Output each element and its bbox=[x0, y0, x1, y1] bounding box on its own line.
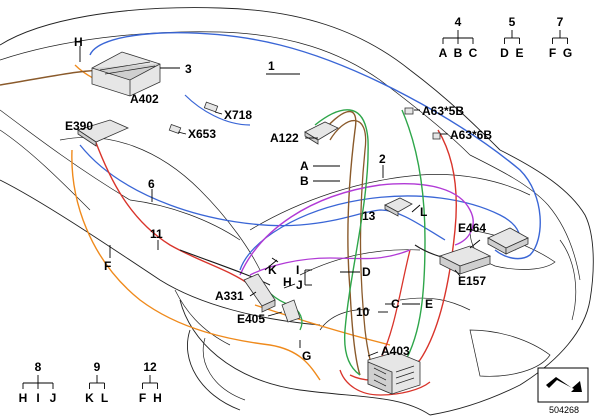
label-a331: A331 bbox=[215, 289, 244, 303]
label-x718: X718 bbox=[224, 108, 252, 122]
connector-a63-6b bbox=[432, 132, 441, 140]
label-i: I bbox=[296, 263, 299, 277]
wire-green-1 bbox=[314, 109, 369, 376]
components bbox=[77, 51, 529, 395]
label-b: B bbox=[300, 174, 309, 188]
group-child-label: H bbox=[19, 391, 28, 405]
label-f-left: F bbox=[104, 259, 111, 273]
wire-purple-1 bbox=[239, 183, 474, 276]
wire-red-1 bbox=[94, 139, 251, 286]
module-e157 bbox=[438, 245, 492, 275]
label-e464: E464 bbox=[458, 221, 486, 235]
group-child-label: F bbox=[549, 46, 556, 60]
wire-orange-3 bbox=[254, 304, 391, 346]
connector-x653 bbox=[168, 123, 182, 135]
module-a403 bbox=[367, 351, 421, 395]
wire-blue-4 bbox=[184, 94, 251, 126]
label-a63-5b: A63*5B bbox=[422, 104, 464, 118]
group-child-label: A bbox=[439, 46, 448, 60]
module-a122 bbox=[304, 121, 339, 145]
label-c: C bbox=[391, 297, 400, 311]
wire-blue-1 bbox=[89, 31, 541, 260]
wire-purple-2 bbox=[249, 249, 411, 276]
label-x653: X653 bbox=[188, 127, 216, 141]
label-e157: E157 bbox=[458, 274, 486, 288]
label-6: 6 bbox=[148, 177, 155, 191]
callout-labels: 1 3 H A402 X718 X653 E390 A122 A63*5B A6… bbox=[65, 35, 492, 363]
label-h-mid: H bbox=[283, 275, 292, 289]
label-h-top: H bbox=[74, 35, 83, 49]
group-child-label: J bbox=[50, 391, 57, 405]
label-a122: A122 bbox=[270, 131, 299, 145]
wire-brown-2 bbox=[319, 110, 361, 376]
label-a403: A403 bbox=[381, 344, 410, 358]
label-a63-6b: A63*6B bbox=[450, 128, 492, 142]
label-3: 3 bbox=[185, 62, 192, 76]
connector-x718 bbox=[203, 101, 219, 113]
wire-red-3 bbox=[379, 249, 411, 361]
module-a331 bbox=[243, 273, 276, 313]
label-e: E bbox=[425, 297, 433, 311]
group-number: 8 bbox=[35, 360, 42, 374]
wire-orange-1 bbox=[71, 149, 321, 381]
wire-red-2 bbox=[349, 129, 458, 381]
connector-a63-5b bbox=[404, 107, 414, 115]
diagram-id: 504268 bbox=[549, 405, 579, 415]
group-number: 5 bbox=[509, 15, 516, 29]
label-j: J bbox=[296, 278, 303, 292]
label-a: A bbox=[300, 159, 309, 173]
label-11: 11 bbox=[150, 227, 163, 241]
module-e464 bbox=[487, 227, 529, 255]
label-1: 1 bbox=[268, 59, 275, 73]
label-l: L bbox=[420, 205, 427, 219]
group-child-label: L bbox=[101, 391, 108, 405]
label-e405: E405 bbox=[237, 312, 265, 326]
wire-blue-2 bbox=[79, 144, 446, 241]
group-child-label: I bbox=[36, 391, 39, 405]
group-number: 7 bbox=[557, 15, 564, 29]
group-child-label: C bbox=[469, 46, 478, 60]
wire-green-2 bbox=[399, 109, 426, 371]
group-number: 12 bbox=[143, 360, 157, 374]
label-d: D bbox=[362, 265, 371, 279]
module-a402 bbox=[91, 51, 161, 97]
module-e405 bbox=[281, 299, 301, 323]
group-child-label: F bbox=[139, 391, 146, 405]
group-child-label: G bbox=[563, 46, 572, 60]
module-e390 bbox=[77, 119, 129, 147]
group-number: 9 bbox=[94, 360, 101, 374]
module-13 bbox=[384, 197, 413, 217]
group-child-label: E bbox=[515, 46, 523, 60]
label-2: 2 bbox=[379, 152, 386, 166]
group-number: 4 bbox=[455, 15, 462, 29]
label-e390: E390 bbox=[65, 119, 93, 133]
diagram-id-box: 504268 bbox=[537, 367, 589, 415]
wire-red-4 bbox=[339, 369, 431, 396]
leader-lines bbox=[79, 46, 481, 357]
group-child-label: D bbox=[500, 46, 509, 60]
group-child-label: B bbox=[454, 46, 463, 60]
wire-brown-3 bbox=[329, 119, 376, 376]
label-a402: A402 bbox=[130, 92, 159, 106]
group-child-label: K bbox=[85, 391, 94, 405]
wires bbox=[0, 31, 541, 396]
label-k: K bbox=[268, 263, 277, 277]
label-g: G bbox=[302, 349, 311, 363]
label-10: 10 bbox=[356, 305, 370, 319]
group-child-label: H bbox=[153, 391, 162, 405]
label-13: 13 bbox=[362, 209, 376, 223]
wire-blue-3 bbox=[239, 195, 521, 271]
